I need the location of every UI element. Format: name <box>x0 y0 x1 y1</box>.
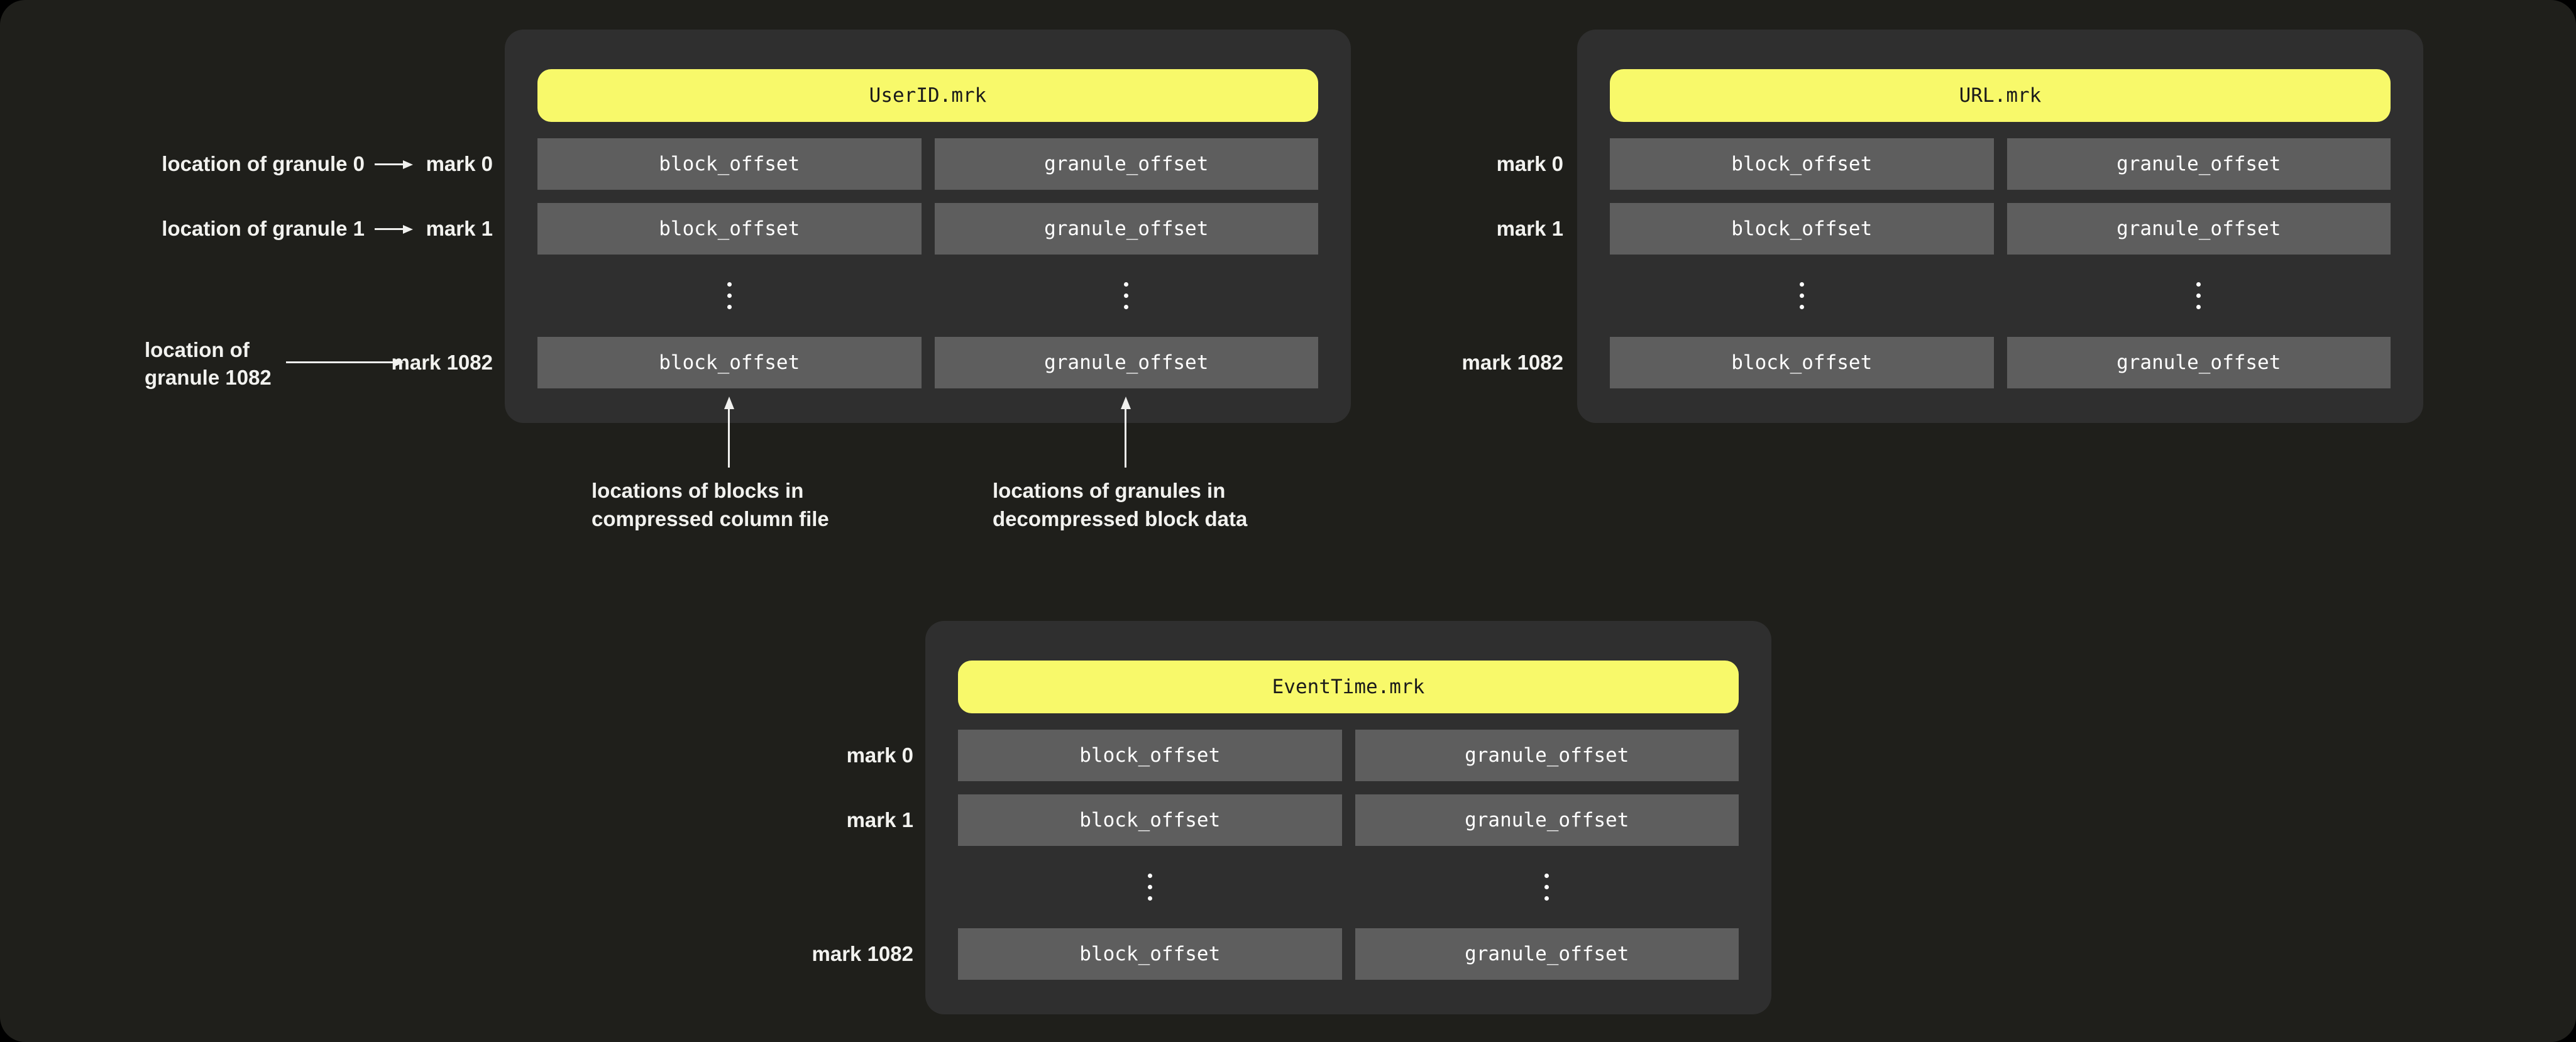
mark-row-1: block_offset granule_offset <box>958 794 1739 846</box>
granule-offset-cell: granule_offset <box>2006 203 2391 255</box>
mark-row-0: block_offset granule_offset <box>958 730 1739 781</box>
mark-file-title-text: UserID.mrk <box>869 84 987 107</box>
location-of-granule-0-label: location of granule 0 <box>162 152 365 175</box>
mark-file-title: UserID.mrk <box>537 69 1318 122</box>
vertical-ellipsis-icon <box>2196 282 2201 309</box>
granule-offset-cell: granule_offset <box>2006 138 2391 190</box>
blocks-annotation: locations of blocks in compressed column… <box>592 479 829 530</box>
arrow-right-icon <box>375 163 404 165</box>
granule-offset-cell: granule_offset <box>2006 337 2391 388</box>
vertical-ellipsis-icon <box>727 282 732 309</box>
block-offset-cell: block_offset <box>537 203 922 255</box>
granule-offset-cell: granule_offset <box>1355 730 1739 781</box>
mark-1-label: mark 1 <box>846 808 913 831</box>
block-offset-cell: block_offset <box>958 730 1342 781</box>
vertical-ellipsis-icon <box>1147 874 1152 901</box>
vertical-ellipsis-icon <box>1799 282 1804 309</box>
ellipsis-row <box>537 255 1318 337</box>
mark-row-1: block_offset granule_offset <box>1610 203 2391 255</box>
mark-row-0: block_offset granule_offset <box>1610 138 2391 190</box>
arrow-up-icon <box>728 409 730 468</box>
granule-offset-cell: granule_offset <box>934 138 1318 190</box>
mark-row-1082: block_offset granule_offset <box>537 337 1318 388</box>
granule-offset-cell: granule_offset <box>1355 794 1739 846</box>
mark-1082-label: mark 1082 <box>1461 351 1563 374</box>
mark-file-title-text: EventTime.mrk <box>1272 676 1425 698</box>
mark-1-label: mark 1 <box>426 217 493 240</box>
granule-offset-cell: granule_offset <box>934 203 1318 255</box>
ellipsis-row <box>1610 255 2391 337</box>
block-offset-cell: block_offset <box>1610 138 1994 190</box>
block-offset-cell: block_offset <box>537 337 922 388</box>
mark-1-label: mark 1 <box>1496 217 1563 240</box>
block-offset-cell: block_offset <box>1610 203 1994 255</box>
mark-row-0: block_offset granule_offset <box>537 138 1318 190</box>
mark-row-1: block_offset granule_offset <box>537 203 1318 255</box>
block-offset-cell: block_offset <box>1610 337 1994 388</box>
mark-0-label: mark 0 <box>426 152 493 175</box>
location-of-granule-1082-label: location of granule 1082 <box>145 338 272 389</box>
mark-1082-label: mark 1082 <box>391 351 493 374</box>
location-of-granule-1-label: location of granule 1 <box>162 217 365 240</box>
block-offset-cell: block_offset <box>958 928 1342 980</box>
mark-row-1082: block_offset granule_offset <box>1610 337 2391 388</box>
mark-file-title: URL.mrk <box>1610 69 2391 122</box>
block-offset-cell: block_offset <box>958 794 1342 846</box>
granule-offset-cell: granule_offset <box>1355 928 1739 980</box>
block-offset-cell: block_offset <box>537 138 922 190</box>
granule-offset-cell: granule_offset <box>934 337 1318 388</box>
arrow-right-icon <box>286 361 394 363</box>
mark-1082-label: mark 1082 <box>812 942 913 965</box>
panel-url-mrk: URL.mrk block_offset granule_offset bloc… <box>1577 30 2423 423</box>
mark-file-title: EventTime.mrk <box>958 661 1739 713</box>
mark-row-1082: block_offset granule_offset <box>958 928 1739 980</box>
vertical-ellipsis-icon <box>1544 874 1549 901</box>
mark-0-label: mark 0 <box>846 743 913 767</box>
ellipsis-row <box>958 846 1739 928</box>
panel-eventtime-mrk: EventTime.mrk block_offset granule_offse… <box>925 621 1771 1014</box>
arrow-right-icon <box>375 228 404 230</box>
granules-annotation: locations of granules in decompressed bl… <box>993 479 1248 530</box>
mark-file-title-text: URL.mrk <box>1959 84 2042 107</box>
vertical-ellipsis-icon <box>1124 282 1129 309</box>
arrow-up-icon <box>1125 409 1126 468</box>
panel-userid-mrk: UserID.mrk block_offset granule_offset b… <box>505 30 1351 423</box>
mark-0-label: mark 0 <box>1496 152 1563 175</box>
